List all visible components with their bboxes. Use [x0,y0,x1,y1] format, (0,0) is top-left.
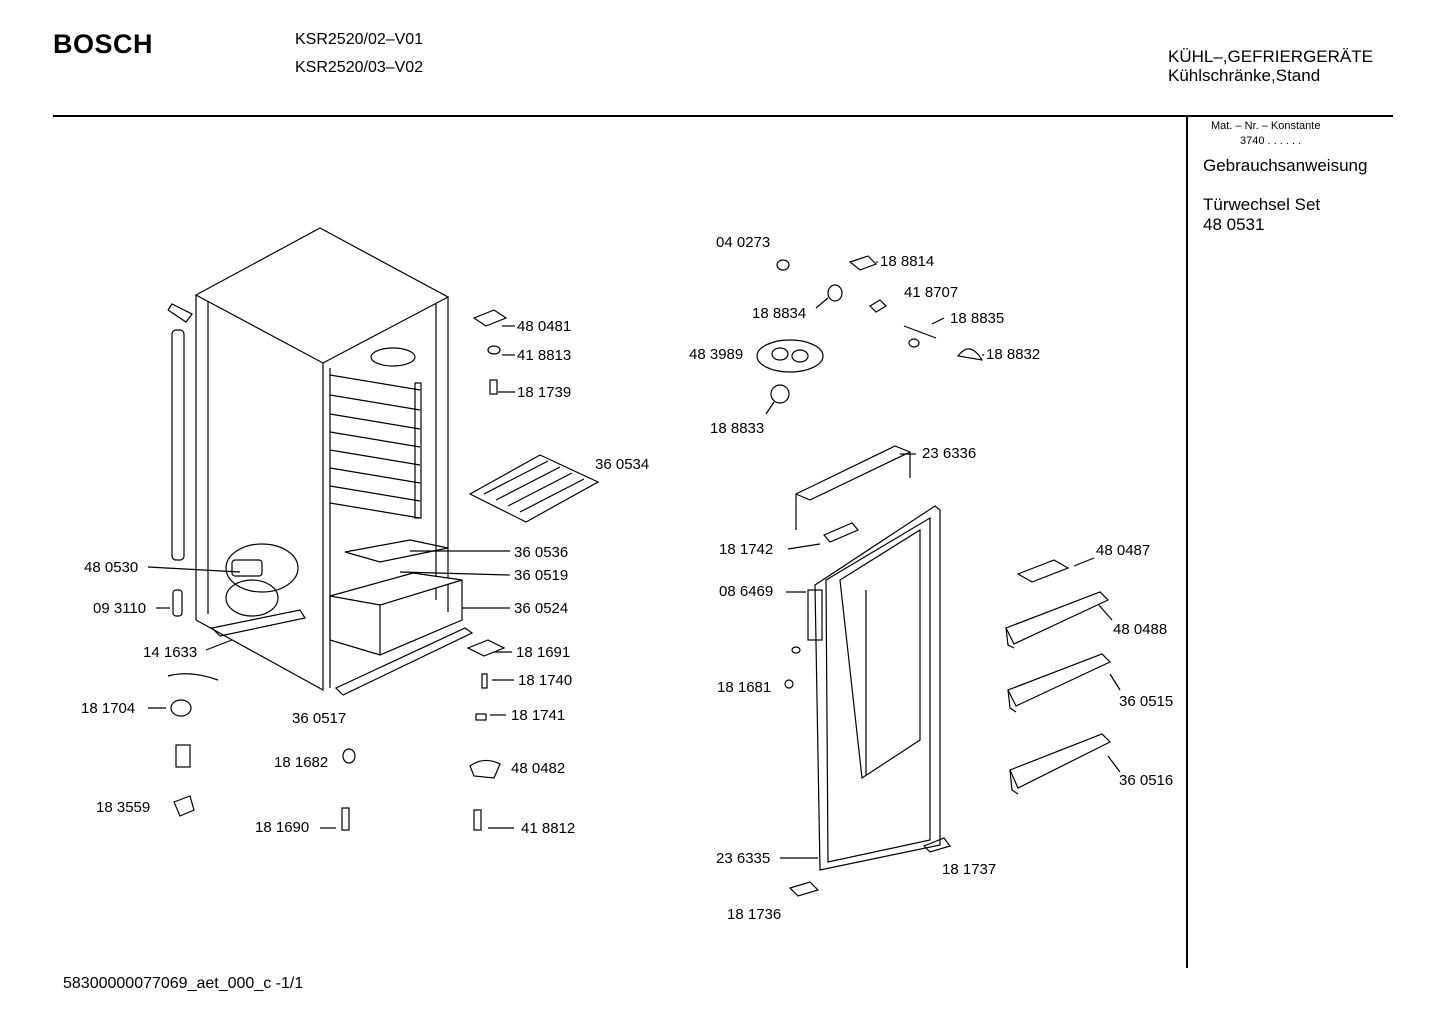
sidebar-item-manual: Gebrauchsanweisung [1203,156,1368,175]
sidebar-divider [1186,116,1188,968]
sidebar-item-door-kit: Türwechsel Set [1203,195,1321,214]
mat-number-heading: Mat. – Nr. – Konstante [1211,120,1321,132]
part-label: 48 0482 [511,760,566,777]
part-label: 18 8833 [710,420,765,437]
part-label: 04 0273 [716,234,771,251]
part-label: 18 1739 [517,384,572,401]
part-label: 14 1633 [143,644,198,661]
part-label: 18 8814 [880,253,935,270]
part-label: 18 1742 [719,541,774,558]
part-label: 48 0481 [517,318,572,335]
part-label: 36 0515 [1119,693,1174,710]
part-label: 18 3559 [96,799,151,816]
part-label: 36 0519 [514,567,569,584]
part-label: 48 3989 [689,346,744,363]
document-id: 58300000077069_aet_000_c -1/1 [63,975,304,992]
small-parts-left [170,309,600,831]
part-label: 09 3110 [93,600,147,617]
model-number-1: KSR2520/02–V01 [295,31,424,48]
part-label: 18 1736 [727,906,782,923]
part-label: 23 6335 [716,850,771,867]
part-label: 18 1740 [518,672,573,689]
part-label: 48 0530 [84,559,139,576]
brand-logo: BOSCH [53,29,154,59]
part-label: 41 8707 [904,284,959,301]
header-divider [53,115,1393,117]
part-label: 48 0487 [1096,542,1151,559]
leader-lines [147,261,1121,859]
sidebar-item-door-kit-number: 48 0531 [1203,215,1265,234]
part-label: 41 8813 [517,347,572,364]
part-label: 18 1704 [81,700,136,717]
part-label: 18 1681 [717,679,772,696]
door-shelves [1005,559,1112,795]
category-line-1: KÜHL–,GEFRIERGERÄTE [1168,47,1373,66]
part-label: 18 1741 [511,707,566,724]
part-label: 41 8812 [521,820,576,837]
model-number-2: KSR2520/03–V02 [295,59,424,76]
part-label: 36 0517 [292,710,347,727]
part-label: 08 6469 [719,583,774,600]
mat-number-value: 3740 . . . . . . [1240,135,1302,147]
part-label: 36 0524 [514,600,569,617]
part-label: 18 8834 [752,305,807,322]
part-label: 18 1690 [255,819,310,836]
part-label: 48 0488 [1113,621,1168,638]
part-label: 23 6336 [922,445,977,462]
part-label: 18 1682 [274,754,329,771]
part-label: 18 8835 [950,310,1005,327]
part-label: 18 1691 [516,644,571,661]
part-label: 36 0516 [1119,772,1174,789]
part-label: 18 8832 [986,346,1041,363]
part-label: 18 1737 [942,861,997,878]
cabinet-body [167,227,474,696]
door-assembly [784,445,951,897]
part-label: 36 0536 [514,544,569,561]
part-label: 36 0534 [595,456,650,473]
control-parts [756,255,984,404]
category-line-2: Kühlschränke,Stand [1168,66,1321,85]
